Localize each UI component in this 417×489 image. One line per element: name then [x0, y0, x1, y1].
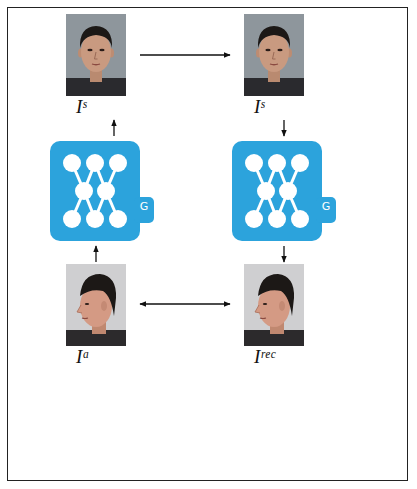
generator-tab: G — [318, 196, 334, 218]
face-photo — [66, 264, 126, 346]
network-icon — [50, 138, 154, 244]
image-label: Iˢ — [66, 96, 86, 118]
flow-arrow — [140, 54, 230, 55]
generator-icon: G — [232, 138, 336, 244]
image-node: Iᵃ — [66, 264, 126, 368]
face-photo — [66, 14, 126, 96]
generator-label: G — [322, 201, 331, 213]
image-node: Iˢ — [66, 14, 126, 118]
generator-icon: G — [50, 138, 154, 244]
generator-tab: G — [136, 196, 152, 218]
network-icon — [232, 138, 336, 244]
image-node: Iʳᵉᶜ — [244, 264, 304, 368]
flow-arrow — [283, 120, 284, 136]
flow-arrow — [113, 120, 114, 136]
image-label: Iᵃ — [66, 346, 90, 368]
face-photo — [244, 14, 304, 96]
flow-arrow — [283, 246, 284, 262]
face-photo — [244, 264, 304, 346]
flow-arrow — [140, 303, 230, 304]
image-label: Iʳᵉᶜ — [244, 346, 275, 368]
flow-arrow — [95, 246, 96, 262]
generator-label: G — [140, 201, 149, 213]
image-label: Iˢ — [244, 96, 264, 118]
image-node: Iˢ — [244, 14, 304, 118]
